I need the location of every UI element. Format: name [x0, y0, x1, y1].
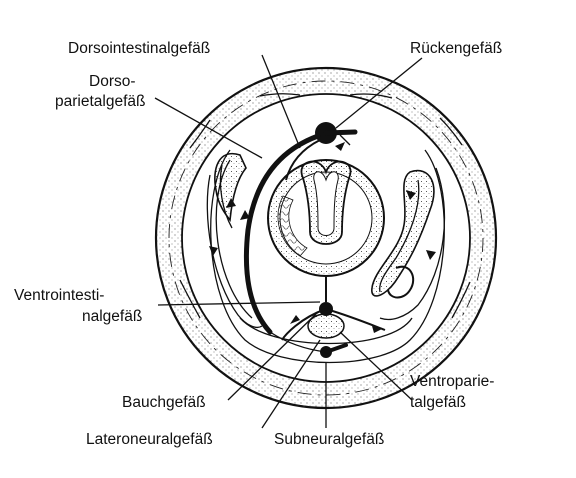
label-ventrointestinal-1: Ventrointesti-	[14, 287, 104, 304]
label-dorsoparietal-2: parietalgefäß	[55, 93, 145, 110]
leader-lines	[154, 54, 423, 429]
dorsointestinal-vessel	[285, 139, 321, 181]
label-subneural: Subneuralgefäß	[274, 431, 384, 448]
right-nephridium	[371, 167, 446, 321]
label-dorsoparietal-1: Dorso-	[89, 73, 136, 90]
label-bauch: Bauchgefäß	[122, 394, 206, 411]
label-ventrointestinal-2: nalgefäß	[82, 308, 142, 325]
coelom-outline	[210, 149, 445, 364]
label-ventroparietal-1: Ventroparie-	[410, 373, 494, 390]
flow-arrows	[209, 142, 436, 333]
label-dorsointestinal: Dorsointestinalgefäß	[68, 40, 210, 57]
ventral-nerve-cord	[307, 313, 345, 339]
label-ruecken: Rückengefäß	[410, 40, 502, 57]
ventroparietal-vessels	[269, 308, 386, 353]
dorsal-vessel	[315, 122, 358, 146]
dorsoparietal-vessel	[243, 133, 321, 335]
labels: Dorsointestinalgefäß Rückengefäß Dorso- …	[14, 40, 502, 448]
intestine	[267, 159, 385, 277]
label-ventroparietal-2: talgefäß	[410, 394, 466, 411]
label-lateroneural: Lateroneuralgefäß	[86, 431, 213, 448]
